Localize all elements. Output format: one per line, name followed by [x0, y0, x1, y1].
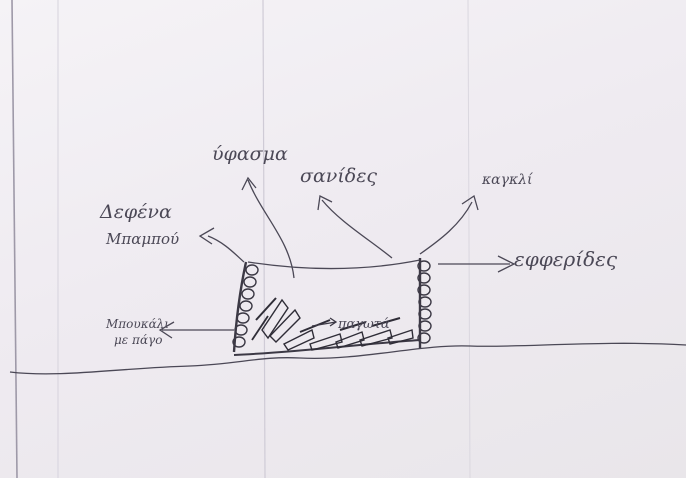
- label-mpoukali-line2: με πάγο: [114, 333, 162, 347]
- label-kagkeli: καγκλί: [481, 171, 533, 188]
- bamboo-left-wall: [233, 265, 258, 347]
- ground-line: [10, 343, 686, 374]
- label-mpoukali-line1: Μπουκάλι: [105, 317, 169, 331]
- label-efkeferides: εφφερίδες: [514, 247, 618, 271]
- arrow-efkeferides: [438, 256, 514, 272]
- left-margin-line: [12, 0, 17, 478]
- vertical-ruled-line: [468, 0, 470, 478]
- label-pagwta: παγωτά: [337, 317, 390, 332]
- arrow-sanides: [318, 196, 392, 258]
- box-top-edge: [248, 260, 420, 269]
- arrow-yfasma: [242, 178, 294, 278]
- arrow-defena: [200, 228, 244, 262]
- label-sanides: σανίδες: [300, 165, 377, 187]
- label-defena-line2: Μπαμπού: [105, 230, 179, 248]
- vertical-ruled-line: [263, 0, 265, 478]
- arrow-mpoukali: [160, 322, 234, 338]
- box-bottom-edge: [234, 340, 420, 355]
- label-defena-line1: Δεφένα: [99, 201, 172, 223]
- label-yfasma: ύφασμα: [212, 143, 288, 165]
